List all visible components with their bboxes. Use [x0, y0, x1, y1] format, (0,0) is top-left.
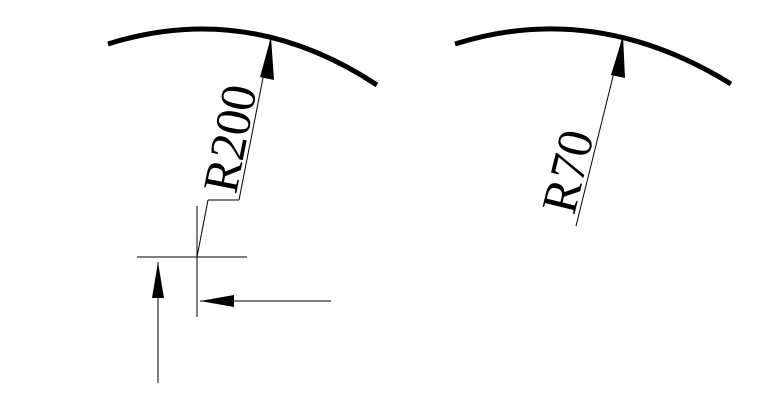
right-arc [454, 26, 733, 87]
r200-dimension-group: R200 [107, 26, 379, 383]
horizontal-arrowhead [200, 295, 234, 307]
r70-dimension-group: R70 [454, 26, 733, 227]
r70-arrowhead [611, 36, 625, 78]
r200-extension-line [196, 199, 209, 258]
r200-label: R200 [192, 80, 268, 197]
r70-label: R70 [530, 124, 604, 218]
vertical-arrowhead [152, 262, 164, 298]
r200-arrowhead [260, 37, 274, 80]
left-arc [107, 26, 379, 88]
